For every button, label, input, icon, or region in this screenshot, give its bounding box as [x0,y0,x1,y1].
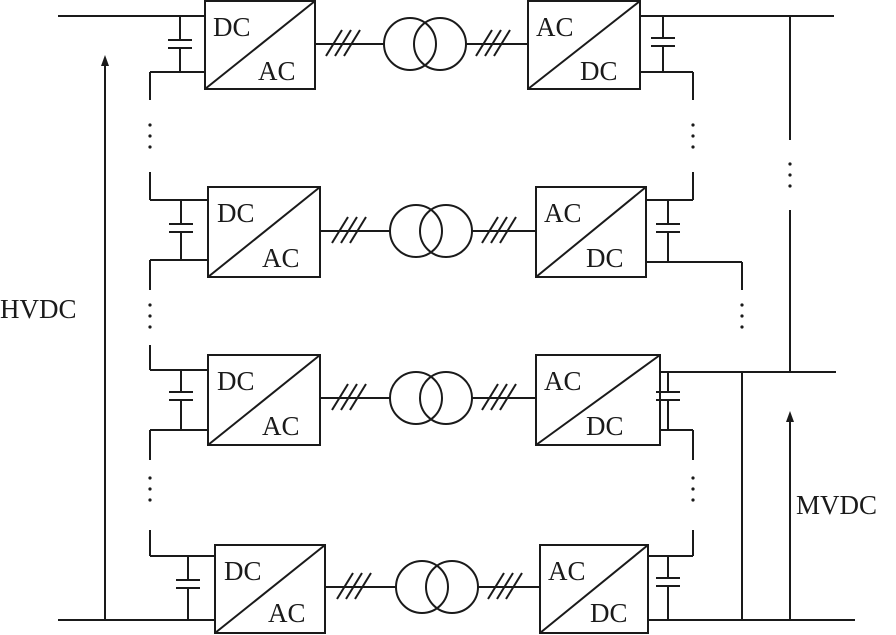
converter-bottom-label: AC [262,411,300,441]
ac-dc-converter: AC DC [535,186,647,278]
ac-line-three-phase [320,216,390,244]
hvdc-label: HVDC [0,294,77,324]
converter-module-1: DC AC AC DC [149,0,694,100]
converter-top-label: AC [548,556,586,586]
transformer-icon [389,204,473,258]
transformer-icon [389,371,473,425]
ac-line-three-phase [466,29,528,57]
dc-link-capacitor-left [149,345,208,460]
continuation-dots [148,123,792,188]
mvdc-arrow [786,411,794,620]
transformer-icon [395,560,479,614]
converter-top-label: DC [217,198,255,228]
converter-top-label: AC [544,198,582,228]
hvdc-arrow [101,55,109,620]
converter-bottom-label: DC [580,56,618,86]
ac-line-three-phase [320,383,390,411]
converter-module-4: DC AC AC DC [149,530,694,634]
converter-bottom-label: AC [262,243,300,273]
converter-bottom-label: DC [586,411,624,441]
dc-link-capacitor-left [149,172,208,290]
dc-ac-converter: DC AC [204,0,316,90]
dc-link-capacitor-left [149,530,215,620]
continuation-dots [148,303,744,329]
ac-line-three-phase [472,216,536,244]
converter-top-label: AC [536,12,574,42]
dc-ac-converter: DC AC [207,354,321,446]
ac-line-three-phase [472,383,536,411]
converter-top-label: AC [544,366,582,396]
converter-top-label: DC [224,556,262,586]
transformer-icon [383,17,467,71]
dc-link-capacitor-right [656,372,694,460]
ac-dc-converter: AC DC [527,0,641,90]
dc-ac-converter: DC AC [207,186,321,278]
converter-bottom-label: AC [258,56,296,86]
converter-top-label: DC [217,366,255,396]
ac-dc-converter: AC DC [539,544,649,634]
converter-bottom-label: DC [590,598,628,628]
continuation-dots [148,476,695,502]
ac-dc-converter: AC DC [535,354,661,446]
mvdc-label: MVDC [796,490,877,520]
converter-module-3: DC AC AC DC [149,345,694,460]
dc-link-capacitor-right [648,530,694,620]
ac-line-three-phase [315,29,385,57]
dc-link-capacitor-left [149,16,205,100]
dc-ac-converter: DC AC [214,544,326,634]
dc-link-capacitor-right [646,172,743,290]
ac-line-three-phase [325,572,396,600]
converter-module-2: DC AC AC DC [149,172,743,290]
converter-bottom-label: DC [586,243,624,273]
dc-link-capacitor-right [640,16,694,100]
converter-top-label: DC [213,12,251,42]
ac-line-three-phase [478,572,540,600]
converter-bottom-label: AC [268,598,306,628]
